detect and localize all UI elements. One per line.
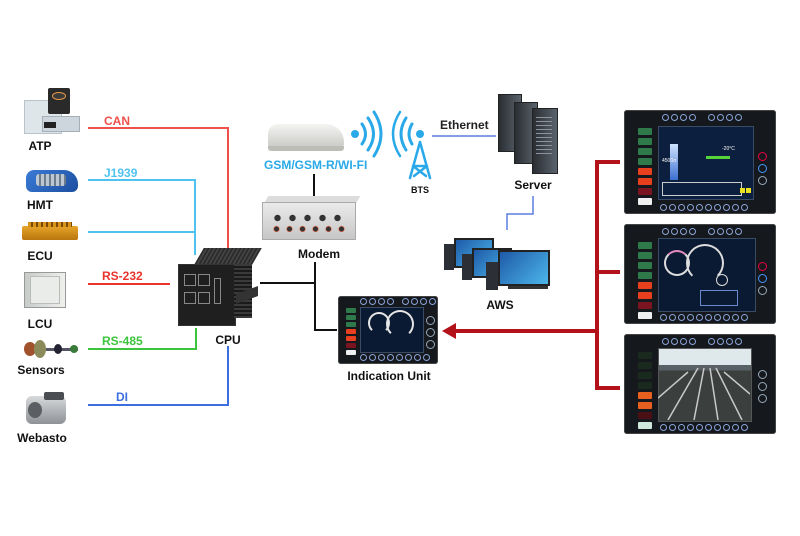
aws-device-image	[444, 236, 556, 292]
modem-device-image	[262, 196, 362, 242]
can-line	[88, 127, 229, 255]
di-line	[88, 346, 229, 406]
atp-device-image	[22, 86, 80, 136]
temperature-readout: -20°C	[722, 146, 735, 152]
server-aws-line	[506, 196, 534, 230]
display-panel-2	[624, 224, 776, 324]
ecu-device-image	[20, 222, 82, 242]
display-panel-1: 4500л -20°C	[624, 110, 776, 214]
rs485-label: RS-485	[102, 334, 143, 348]
aws-label: AWS	[486, 298, 514, 312]
webasto-label: Webasto	[17, 431, 67, 445]
cpu-label: CPU	[215, 333, 241, 347]
lcu-label: LCU	[27, 317, 53, 331]
arrow-head-icon	[442, 323, 456, 339]
j1939-line	[88, 179, 196, 255]
cpu-device-image	[172, 248, 262, 332]
lcu-device-image	[24, 272, 66, 308]
ecu-label: ECU	[27, 249, 53, 263]
hmt-device-image	[22, 168, 80, 194]
server-label: Server	[514, 178, 552, 192]
level-readout: 4500л	[662, 158, 677, 164]
ethernet-label: Ethernet	[440, 118, 489, 132]
sensors-device-image	[22, 340, 82, 358]
display-panel-3	[624, 334, 776, 434]
modem-indication-line	[314, 262, 337, 331]
sensors-label: Sensors	[17, 363, 65, 377]
bts-tower-icon	[391, 110, 432, 180]
atp-label: ATP	[28, 139, 52, 153]
antenna-label: GSM/GSM-R/WI-FI	[264, 158, 368, 172]
hmt-label: HMT	[27, 198, 53, 212]
indication-unit-display	[338, 296, 438, 364]
antenna-device-image	[266, 118, 348, 156]
can-label: CAN	[104, 114, 130, 128]
j1939-label: J1939	[104, 166, 138, 180]
rs485-line	[88, 328, 197, 350]
server-device-image	[496, 94, 562, 174]
wireless-signal-icon	[351, 110, 383, 158]
rs232-label: RS-232	[102, 269, 143, 283]
modem-label: Modem	[298, 247, 340, 261]
bts-label: BTS	[411, 185, 429, 195]
indication-unit-label: Indication Unit	[347, 369, 431, 383]
level-bar	[670, 144, 678, 180]
webasto-device-image	[26, 392, 70, 426]
rail-tracks-icon	[658, 367, 750, 420]
di-label: DI	[116, 390, 128, 404]
